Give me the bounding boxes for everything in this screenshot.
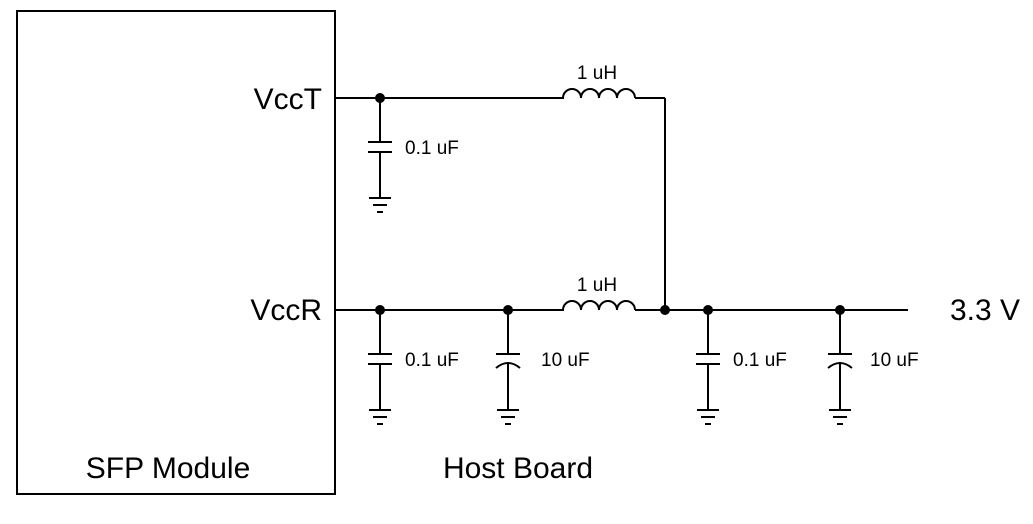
- inductor-top-label: 1 uH: [577, 63, 617, 84]
- inductor-top: [560, 88, 636, 99]
- ground-icon: [697, 409, 719, 425]
- supply-label: 3.3 V: [950, 294, 1020, 327]
- capacitor-vcct: [368, 98, 392, 198]
- sfp-module-box: [16, 10, 336, 495]
- pin-vcct-label: VccT: [254, 83, 322, 116]
- capacitor-vccr-2: [495, 310, 521, 410]
- capacitor-vcct-label: 0.1 uF: [405, 138, 459, 159]
- capacitor-supply-2: [827, 310, 853, 410]
- ground-icon: [369, 409, 391, 425]
- ground-icon: [497, 409, 519, 425]
- pin-vccr-label: VccR: [250, 294, 322, 327]
- vcct-rail: [335, 97, 666, 310]
- junction-dot: [660, 305, 670, 315]
- inductor-bottom: [560, 300, 636, 311]
- ground-icon: [369, 197, 391, 213]
- capacitor-vccr-1-label: 0.1 uF: [405, 350, 459, 371]
- capacitor-supply-1-label: 0.1 uF: [733, 350, 787, 371]
- inductor-bottom-label: 1 uH: [577, 275, 617, 296]
- host-board-label: Host Board: [443, 452, 593, 485]
- ground-icon: [829, 409, 851, 425]
- sfp-module-label: SFP Module: [86, 452, 251, 485]
- capacitor-vccr-2-label: 10 uF: [541, 350, 590, 371]
- capacitor-supply-2-label: 10 uF: [870, 350, 919, 371]
- capacitor-supply-1: [696, 310, 720, 410]
- capacitor-vccr-1: [368, 310, 392, 410]
